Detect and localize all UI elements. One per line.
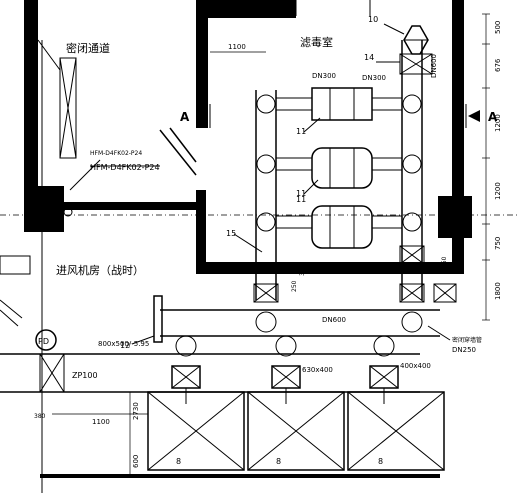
wall-pier-right — [438, 196, 472, 238]
pipe-label-dn300-a: DN300 — [312, 72, 336, 80]
filter-room: 滤毒室 1100 DN600 — [180, 15, 498, 300]
filter-body-3 — [311, 205, 373, 249]
pipe-valve-right-1 — [402, 94, 422, 114]
callout-8-a: 8 — [176, 457, 181, 466]
wall-filter-top — [196, 0, 296, 18]
fan-unit-2 — [271, 335, 301, 404]
filter-unit-1 — [276, 87, 402, 121]
wall-corridor-left — [24, 0, 38, 200]
fan-size-left: 630x400 — [302, 366, 333, 374]
dim-676: 676 — [494, 58, 502, 72]
fan-unit-1 — [171, 335, 201, 404]
fan-unit-3 — [369, 335, 399, 404]
pipe-valve-left-3 — [256, 212, 276, 232]
damper-1 — [253, 283, 279, 303]
section-mark-left-arrow — [196, 110, 208, 122]
fan-room: 进风机房（战时） DN600 250 300 250 密闭穿墙管 DN250 1… — [0, 245, 482, 478]
damper-2 — [399, 245, 425, 265]
filter-body-2 — [311, 147, 373, 189]
zp-label: ZP100 — [72, 371, 98, 380]
corridor-door-leaf — [59, 57, 77, 159]
wall-divider-lower — [196, 190, 206, 270]
duct-valve-1 — [255, 311, 277, 333]
fan-room-label: 进风机房（战时） — [56, 263, 144, 277]
pipe-label-dn600-main: DN600 — [322, 316, 346, 324]
walls — [24, 0, 472, 274]
wall-filter-bottom — [196, 262, 464, 274]
wall-pier-left — [24, 186, 64, 232]
dim-1200-b: 1200 — [494, 182, 502, 200]
pipe-label-dn300-b: DN300 — [362, 74, 386, 82]
dim-600-left: 600 — [132, 455, 140, 468]
section-mark-left: A — [180, 110, 190, 124]
dim-2730: 2730 — [132, 402, 140, 420]
tag-note-line1: 密闭穿墙管 — [452, 336, 482, 344]
pd-label: PD — [38, 337, 49, 346]
pre-filter-box — [399, 53, 433, 75]
pipe-valve-right-2 — [402, 154, 422, 174]
door-code-label: HFM-D4FK02-P24 — [90, 163, 160, 172]
plenum-box-3 — [347, 391, 445, 471]
dim-500: 500 — [494, 21, 502, 34]
callout-12: 12 — [120, 341, 130, 350]
zp-silencer — [39, 353, 65, 393]
pipe-valve-left-1 — [256, 94, 276, 114]
damper-spec: 800x500/-5.95 — [98, 340, 149, 348]
callout-11-b: 11 — [296, 189, 306, 198]
wall-corridor-bottom — [62, 202, 202, 210]
dim-380: 380 — [34, 413, 46, 420]
damper-4 — [433, 283, 457, 303]
filter-room-label: 滤毒室 — [300, 35, 333, 49]
damper-3 — [399, 283, 425, 303]
callout-8-c: 8 — [378, 457, 383, 466]
plenum-box-2 — [247, 391, 345, 471]
filter-body-1 — [311, 87, 373, 121]
corridor-marker — [63, 207, 73, 217]
pipe-valve-right-3 — [402, 212, 422, 232]
fan-size-right: 400x400 — [400, 362, 431, 370]
callout-8-b: 8 — [276, 457, 281, 466]
filter-unit-3 — [276, 205, 402, 249]
tag-note-line2: DN250 — [452, 346, 476, 354]
filter-unit-2 — [276, 147, 402, 189]
exterior-grille — [0, 255, 31, 275]
wall-bottom — [40, 474, 440, 478]
dim-750: 750 — [494, 237, 502, 250]
corridor-room: 密闭通道 HFM-D4FK02-P24 HFM-D4FK02-P24 — [37, 39, 197, 217]
dim-1200-a: 1200 — [494, 114, 502, 132]
section-mark-right-arrow — [468, 110, 480, 122]
right-dimension-chain: 500 676 1200 1200 750 1800 — [482, 13, 502, 321]
section-mark-right: A — [488, 110, 498, 124]
plenum-box-1 — [147, 391, 245, 471]
pipe-valve-left-2 — [256, 154, 276, 174]
pd-door-symbol — [35, 329, 57, 351]
dim-1800: 1800 — [494, 282, 502, 300]
wall-sleeve — [153, 295, 163, 343]
dim-1100-top: 1100 — [228, 43, 246, 51]
door-note: HFM-D4FK02-P24 — [90, 150, 142, 157]
callout-10: 10 — [368, 15, 378, 24]
corridor-label: 密闭通道 — [66, 41, 110, 55]
callout-11-c: 11 — [296, 195, 306, 204]
wall-divider-upper — [196, 0, 208, 128]
dim-small-b: 250 — [441, 256, 448, 268]
callout-15: 15 — [226, 229, 236, 238]
dim-small-a: 250 — [291, 280, 298, 292]
callout-14: 14 — [364, 53, 374, 62]
callout-11-a: 11 — [296, 127, 306, 136]
pipe-label-dn600-vert: DN600 — [430, 54, 438, 78]
dim-small-c: 300 — [299, 264, 306, 276]
duct-valve-2 — [401, 311, 423, 333]
dim-1100-bottom: 1100 — [92, 418, 110, 426]
